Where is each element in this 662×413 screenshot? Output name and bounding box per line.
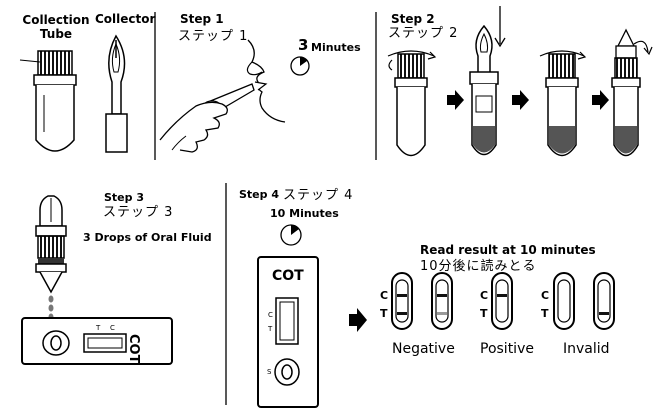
step3-jp-title: ステップ 3 [103,205,174,220]
step1-timer-number: 3 [298,36,309,54]
step1-title: Step 1 [180,12,224,26]
step2-title: Step 2 [391,12,435,26]
cassette-step3-drug-label: COT [126,334,141,364]
step3-dropper-tube [35,195,67,294]
result-c-label-left: C [380,289,389,302]
cassette-step4-c-mark: C [268,311,273,319]
step4-timer: 10 Minutes [270,207,339,220]
result-window-positive [491,272,513,330]
cassette-step4-s-mark: S [267,368,272,376]
timer-10-minutes-icon [280,224,302,246]
result-invalid-label: Invalid [563,341,610,357]
step2-arrow-3 [592,90,609,110]
step2-tube-1 [387,50,437,157]
fluid-drops [48,295,54,321]
step3-note: 3 Drops of Oral Fluid [83,231,212,244]
result-window-negative-2 [431,272,453,330]
result-t-label-left: T [380,307,388,320]
result-positive-label: Positive [480,341,534,357]
result-c-label-right: C [541,289,550,302]
result-negative-label: Negative [392,341,455,357]
cassette-step4-drug-label: COT [272,268,304,284]
result-c-label-mid: C [480,289,489,302]
cassette-step3-c-mark: C [110,324,115,332]
collector-illustration [105,34,128,153]
step1-jp-title: ステップ 1 [178,29,249,44]
step2-arrow-2 [512,90,529,110]
timer-3-minutes-icon [290,56,310,76]
result-window-invalid-2 [593,272,615,330]
step4-jp-title: ステップ 4 [283,188,354,203]
cassette-step4-t-mark: T [268,325,273,333]
step3-title: Step 3 [104,191,144,204]
cassette-step3-t-mark: T [96,324,101,332]
step4-arrow [349,308,367,332]
step2-tube-2 [469,6,506,156]
result-window-invalid-1 [553,272,575,330]
result-t-label-right: T [541,307,549,320]
step4-title: Step 4 [239,188,279,201]
result-window-negative-1 [391,272,413,330]
collector-label: Collector [95,12,156,26]
step4-test-cassette [257,256,319,408]
result-t-label-mid: T [480,307,488,320]
collection-tube-label: Collection Tube [22,13,90,42]
collection-tube-illustration [19,50,77,152]
step1-illustration [159,39,286,153]
step3-test-cassette [21,317,173,365]
step2-jp-title: ステップ 2 [388,26,459,41]
result-jp-title: 10分後に読みとる [420,259,537,274]
result-title: Read result at 10 minutes [420,243,596,257]
step1-timer-unit: Minutes [311,41,361,54]
step2-tube-4 [611,28,653,157]
step2-tube-3 [539,50,587,157]
step2-arrow-1 [447,90,464,110]
